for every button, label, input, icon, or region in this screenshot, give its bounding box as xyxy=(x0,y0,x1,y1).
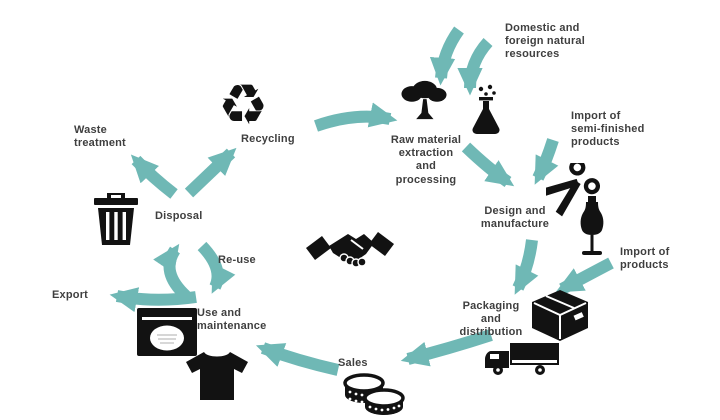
label-reuse: Re-use xyxy=(218,254,256,266)
label-domestic-resources: Domestic and foreign natural resources xyxy=(505,22,586,61)
box-icon xyxy=(530,290,590,342)
arrow-import-semi-to-design xyxy=(532,138,559,185)
arrow-reuse-up xyxy=(153,243,191,301)
arrow-design-to-packaging xyxy=(512,239,539,295)
trash-icon xyxy=(92,193,140,245)
handshake-icon xyxy=(304,224,396,274)
label-design-manufacture: Design and manufacture xyxy=(480,205,550,231)
label-disposal: Disposal xyxy=(155,210,203,222)
label-import-products: Import of products xyxy=(620,246,670,272)
recycle-icon: ♻ xyxy=(218,73,269,138)
arrow-resources-to-raw-2 xyxy=(457,37,493,96)
label-use-maintenance: Use and maintenance xyxy=(197,307,267,333)
coins-icon xyxy=(341,372,405,418)
arrow-recycling-to-raw xyxy=(314,102,398,132)
arrow-reuse-down xyxy=(197,241,236,294)
tree-icon xyxy=(398,80,450,120)
label-recycling: Recycling xyxy=(241,133,295,145)
arrow-use-to-export xyxy=(109,287,197,313)
flask-icon xyxy=(466,84,506,140)
arrow-sales-to-use xyxy=(255,342,340,376)
washing-machine-icon xyxy=(137,308,197,356)
label-import-semi-finished: Import of semi-finished products xyxy=(571,110,645,149)
label-waste-treatment: Waste treatment xyxy=(74,124,126,150)
arrow-packaging-to-sales xyxy=(400,329,493,367)
label-sales: Sales xyxy=(338,357,368,369)
label-raw-material: Raw material extraction and processing xyxy=(390,134,462,186)
mannequin-icon xyxy=(574,196,610,258)
arrow-disposal-to-recycling xyxy=(184,147,237,198)
label-packaging-distribution: Packaging and distribution xyxy=(459,300,523,339)
arrow-raw-to-design xyxy=(461,142,515,187)
truck-icon xyxy=(483,342,561,376)
arrow-resources-to-raw-1 xyxy=(429,26,464,86)
label-export: Export xyxy=(52,289,89,301)
scissors-icon xyxy=(546,163,600,217)
arrow-disposal-to-waste xyxy=(130,154,178,199)
arrow-import-products-to-packaging xyxy=(555,257,614,295)
tshirt-icon xyxy=(184,352,250,400)
